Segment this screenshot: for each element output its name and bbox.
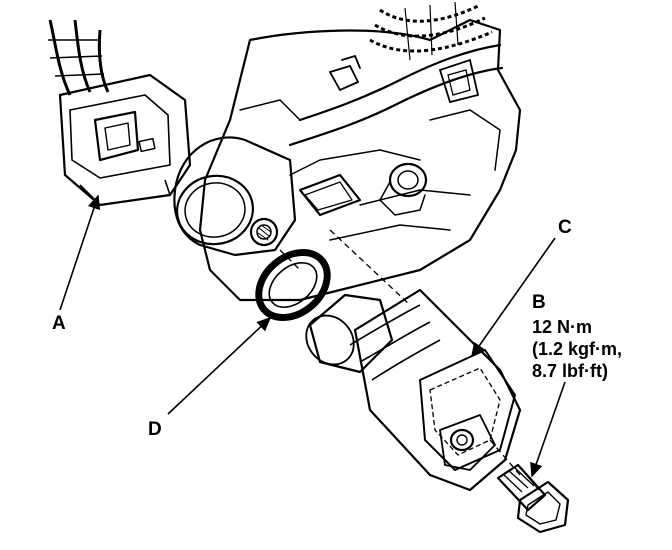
torque-spec-line2: (1.2 kgf·m,	[532, 339, 623, 359]
torque-spec-line1: 12 N·m	[532, 317, 593, 337]
wiring-harness	[369, 1, 493, 61]
connector-a	[48, 19, 192, 207]
label-a: A	[52, 313, 66, 334]
sensor-c	[305, 288, 522, 492]
label-c: C	[558, 217, 572, 238]
coolant-hose	[288, 43, 504, 147]
leader-b	[530, 381, 566, 478]
bolt-b	[496, 463, 570, 534]
label-d: D	[148, 419, 162, 440]
install-guide-sensor	[329, 229, 411, 306]
leader-c	[471, 237, 556, 358]
leader-lines	[59, 194, 566, 478]
label-b: B	[532, 292, 546, 313]
engine-block	[173, 18, 522, 302]
o-ring-d	[255, 248, 331, 322]
leader-a	[59, 194, 101, 311]
torque-spec: 12 N·m (1.2 kgf·m, 8.7 lbf·ft)	[532, 316, 622, 382]
install-guide-hole	[279, 249, 301, 271]
torque-spec-line3: 8.7 lbf·ft)	[532, 361, 608, 381]
leader-d	[167, 316, 272, 415]
install-guide-bolt	[489, 439, 521, 476]
